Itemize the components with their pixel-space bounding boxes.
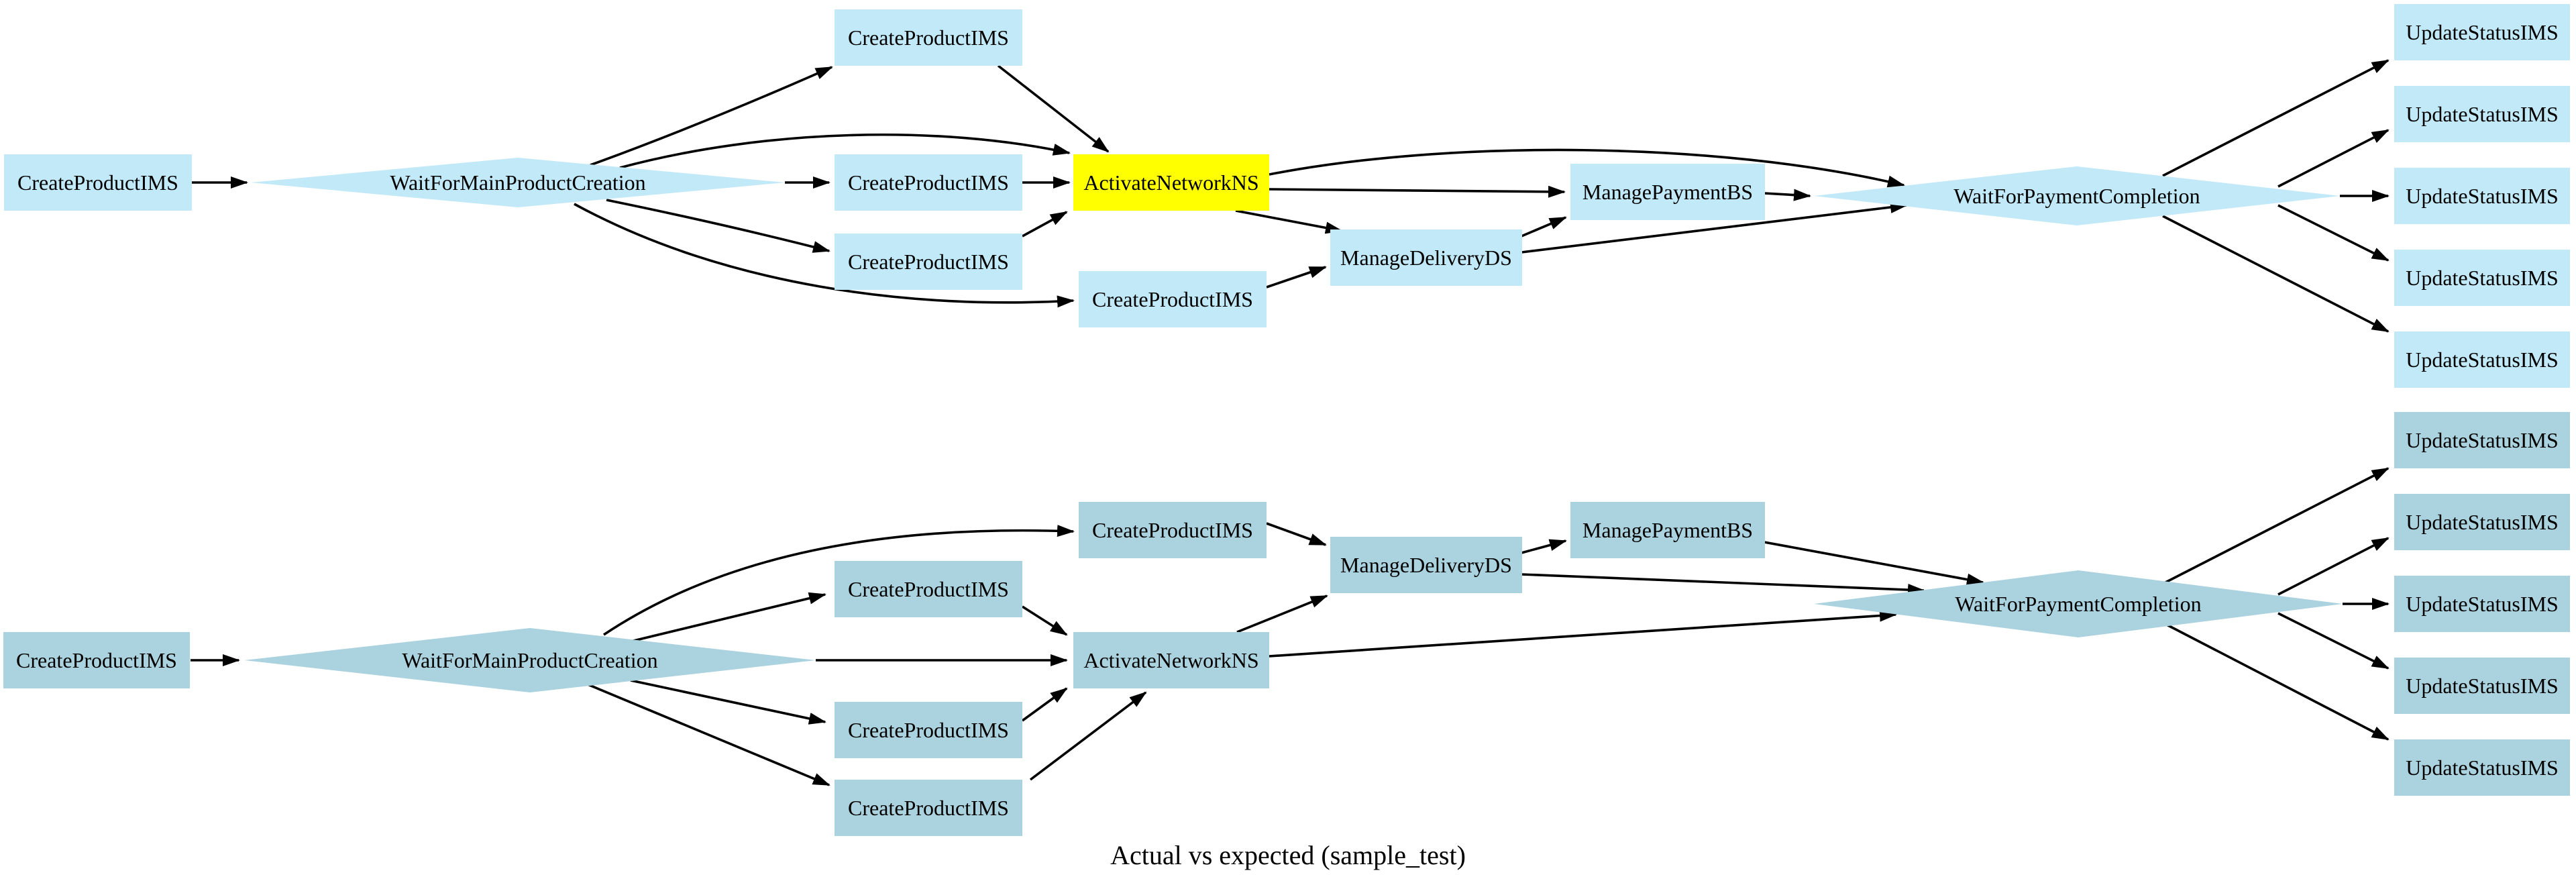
node-label-bottom-payb: ManagePaymentBS	[1582, 518, 1753, 542]
node-label-top-n1: CreateProductIMS	[17, 170, 178, 195]
edge-top-ActivateNetworkNS-to-ManagePaymentBS	[1269, 185, 1566, 198]
node-label-bottom-u2b: UpdateStatusIMS	[2406, 510, 2559, 534]
node-label-top-d1: WaitForMainProductCreation	[390, 170, 645, 195]
edge-top-CreateProductIMS-4-to-ManageDeliveryDS	[1266, 266, 1327, 289]
node-top-u5	[2394, 331, 2570, 388]
edge-bottom-WaitForMainProductCreation-to-CreateProductIMS-2	[630, 592, 826, 643]
node-top-u3	[2394, 168, 2570, 224]
node-label-bottom-n1b: CreateProductIMS	[16, 648, 177, 672]
edge-top-WaitForPaymentCompletion-to-UpdateStatusIMS-2	[2277, 129, 2390, 188]
edge-top-WaitForPaymentCompletion-to-UpdateStatusIMS-5	[2162, 215, 2390, 333]
node-top-act-highlighted	[1073, 154, 1269, 211]
node-top-b_mid	[835, 154, 1022, 211]
edge-bottom-CreateProductIMS-4-to-ActivateNetworkNS	[1029, 691, 1147, 781]
node-label-top-b_low: CreateProductIMS	[848, 250, 1009, 274]
edge-bottom-WaitForPaymentCompletion-to-UpdateStatusIMS-4	[2277, 612, 2390, 670]
edge-top-ActivateNetworkNS-to-WaitForPaymentCompletion	[1269, 148, 1905, 188]
node-label-bottom-d1b: WaitForMainProductCreation	[402, 648, 657, 672]
node-label-top-u1: UpdateStatusIMS	[2406, 20, 2559, 44]
edge-top-ManagePaymentBS-to-WaitForPaymentCompletion	[1764, 189, 1811, 201]
node-bottom-d1b	[244, 628, 816, 692]
node-bottom-b3b	[835, 702, 1022, 758]
edge-bottom-WaitForPaymentCompletion-to-UpdateStatusIMS-5	[2162, 621, 2390, 741]
node-top-b_top	[835, 9, 1022, 66]
node-label-bottom-u4b: UpdateStatusIMS	[2406, 674, 2559, 698]
node-bottom-u1b	[2394, 412, 2570, 468]
node-top-pay	[1570, 164, 1765, 220]
node-top-b_4	[1079, 271, 1267, 327]
edge-bottom-CreateProductIMS-2-to-ActivateNetworkNS	[1022, 605, 1068, 636]
edge-bottom-WaitForMainProductCreation-to-CreateProductIMS-1	[603, 525, 1075, 636]
edge-bottom-CreateProductIMS-3-to-ActivateNetworkNS	[1021, 687, 1068, 722]
node-bottom-u4b	[2394, 658, 2570, 714]
node-label-top-u3: UpdateStatusIMS	[2406, 184, 2559, 208]
edge-bottom-WaitForPaymentCompletion-to-UpdateStatusIMS-2	[2277, 537, 2390, 596]
node-bottom-u2b	[2394, 494, 2570, 550]
node-label-top-act: ActivateNetworkNS	[1083, 170, 1258, 195]
node-label-top-b_mid: CreateProductIMS	[848, 170, 1009, 195]
edge-top-ManageDeliveryDS-to-WaitForPaymentCompletion	[1521, 201, 1908, 254]
node-bottom-u5b	[2394, 739, 2570, 796]
node-label-top-del: ManageDeliveryDS	[1340, 246, 1512, 270]
edge-top-ActivateNetworkNS-to-ManageDeliveryDS	[1235, 209, 1343, 234]
node-label-top-u4: UpdateStatusIMS	[2406, 266, 2559, 290]
edge-bottom-ActivateNetworkNS-to-WaitForPaymentCompletion	[1269, 609, 1897, 658]
edge-top-WaitForPaymentCompletion-to-UpdateStatusIMS-1	[2162, 59, 2390, 177]
node-label-top-b_4: CreateProductIMS	[1092, 287, 1253, 311]
node-bottom-n1b	[3, 632, 190, 688]
edge-top-WaitForMainProductCreation-to-ActivateNetworkNS	[619, 133, 1071, 169]
node-label-top-u5: UpdateStatusIMS	[2406, 348, 2559, 372]
node-label-bottom-b1b: CreateProductIMS	[1092, 518, 1253, 542]
node-label-bottom-b4b: CreateProductIMS	[848, 796, 1009, 820]
node-bottom-d2b	[1814, 570, 2343, 637]
nodes-layer: CreateProductIMS WaitForMainProductCreati…	[3, 4, 2570, 836]
edge-bottom-ManageDeliveryDS-to-WaitForPaymentCompletion	[1521, 573, 1925, 596]
edge-top-WaitForMainProductCreation-to-CreateProductIMS-1	[590, 66, 833, 166]
node-label-bottom-d2b: WaitForPaymentCompletion	[1955, 592, 2201, 616]
node-bottom-u3b	[2394, 576, 2570, 632]
edge-bottom-WaitForMainProductCreation-to-CreateProductIMS-3	[630, 679, 826, 725]
edge-bottom-CreateProductIMS-1-to-ManageDeliveryDS	[1266, 522, 1327, 546]
node-bottom-b1b	[1079, 502, 1267, 558]
edge-bottom-ManagePaymentBS-to-WaitForPaymentCompletion	[1764, 541, 1984, 586]
node-top-u2	[2394, 86, 2570, 142]
node-top-del	[1330, 229, 1522, 286]
edge-bottom-ManageDeliveryDS-to-ManagePaymentBS	[1521, 539, 1567, 554]
edge-top-CreateProductIMS-3-to-ActivateNetworkNS	[1022, 211, 1068, 238]
node-top-d1	[251, 158, 785, 207]
node-label-bottom-u5b: UpdateStatusIMS	[2406, 756, 2559, 780]
node-label-bottom-b2b: CreateProductIMS	[848, 577, 1009, 601]
edge-bottom-WaitForPaymentCompletion-to-UpdateStatusIMS-1	[2162, 467, 2390, 585]
node-top-d2	[1814, 166, 2340, 225]
edge-top-CreateProductIMS-1-to-ActivateNetworkNS	[997, 64, 1110, 153]
edge-bottom-ActivateNetworkNS-to-ManageDeliveryDS	[1236, 594, 1328, 633]
node-label-top-b_top: CreateProductIMS	[848, 25, 1009, 50]
node-top-n1	[4, 154, 192, 211]
node-top-b_low	[835, 233, 1022, 290]
edge-top-WaitForMainProductCreation-to-CreateProductIMS-4	[574, 203, 1075, 308]
diagram-title: Actual vs expected (sample_test)	[1110, 840, 1466, 870]
node-bottom-b4b	[835, 780, 1022, 836]
node-bottom-delb	[1330, 537, 1522, 593]
node-label-bottom-actb: ActivateNetworkNS	[1083, 648, 1258, 672]
node-label-top-d2: WaitForPaymentCompletion	[1953, 184, 2200, 208]
node-bottom-actb	[1073, 632, 1269, 688]
node-label-top-pay: ManagePaymentBS	[1582, 180, 1753, 204]
node-bottom-b2b	[835, 561, 1022, 617]
node-top-u4	[2394, 250, 2570, 306]
edges-layer	[191, 59, 2390, 786]
edge-top-WaitForMainProductCreation-to-CreateProductIMS-3	[606, 199, 830, 253]
edge-bottom-WaitForMainProductCreation-to-CreateProductIMS-4	[587, 683, 830, 786]
node-bottom-payb	[1570, 502, 1765, 558]
node-label-bottom-b3b: CreateProductIMS	[848, 718, 1009, 742]
node-top-u1	[2394, 4, 2570, 60]
node-label-bottom-u1b: UpdateStatusIMS	[2406, 428, 2559, 452]
edge-top-WaitForPaymentCompletion-to-UpdateStatusIMS-4	[2277, 204, 2390, 262]
edge-top-ManageDeliveryDS-to-ManagePaymentBS	[1521, 216, 1567, 238]
node-label-bottom-delb: ManageDeliveryDS	[1340, 553, 1512, 577]
node-label-bottom-u3b: UpdateStatusIMS	[2406, 592, 2559, 616]
node-label-top-u2: UpdateStatusIMS	[2406, 102, 2559, 126]
